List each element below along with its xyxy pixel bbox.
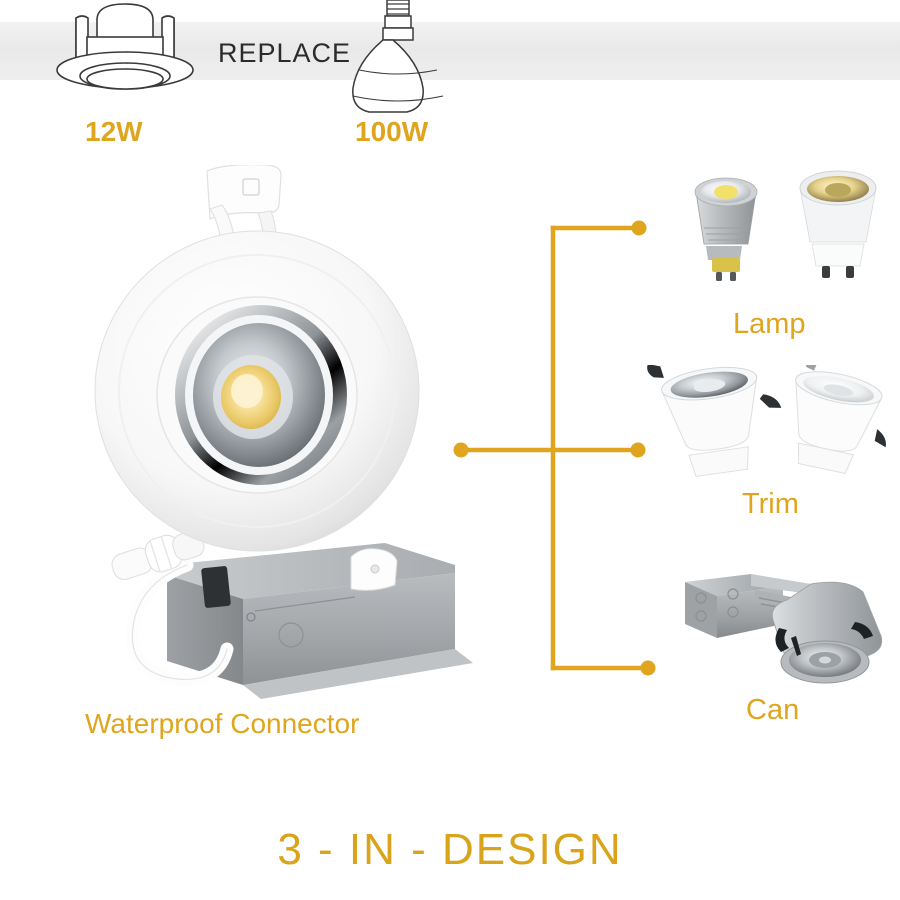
trim-callout-photo (645, 353, 895, 495)
callout-label-lamp: Lamp (733, 308, 806, 340)
specular-trim (647, 364, 782, 477)
can-clips (775, 622, 873, 656)
waterproof-connector (111, 530, 234, 686)
waterproof-connector-caption: Waterproof Connector (85, 708, 360, 739)
gu10-white-lamp (799, 170, 877, 278)
callout-label-trim: Trim (742, 488, 799, 520)
cob-led-emitter (213, 355, 293, 439)
white-trim (795, 353, 886, 474)
footer-title: 3 - IN - DESIGN (277, 825, 623, 874)
recessed-downlight-lineart-icon (40, 0, 210, 111)
br-flood-bulb-lineart-icon (343, 0, 453, 121)
main-product-photo (55, 164, 475, 730)
retainer-clip (350, 548, 398, 591)
wattage-label-halogen: 100W (355, 116, 429, 147)
gu10-cob-lamp (694, 177, 758, 281)
spring-clip (206, 164, 282, 256)
callout-label-can: Can (746, 694, 800, 726)
lamp-callout-photo (660, 168, 890, 303)
wattage-label-led: 12W (85, 116, 143, 147)
can-callout-photo (655, 560, 895, 700)
replace-label: REPLACE (218, 38, 352, 68)
